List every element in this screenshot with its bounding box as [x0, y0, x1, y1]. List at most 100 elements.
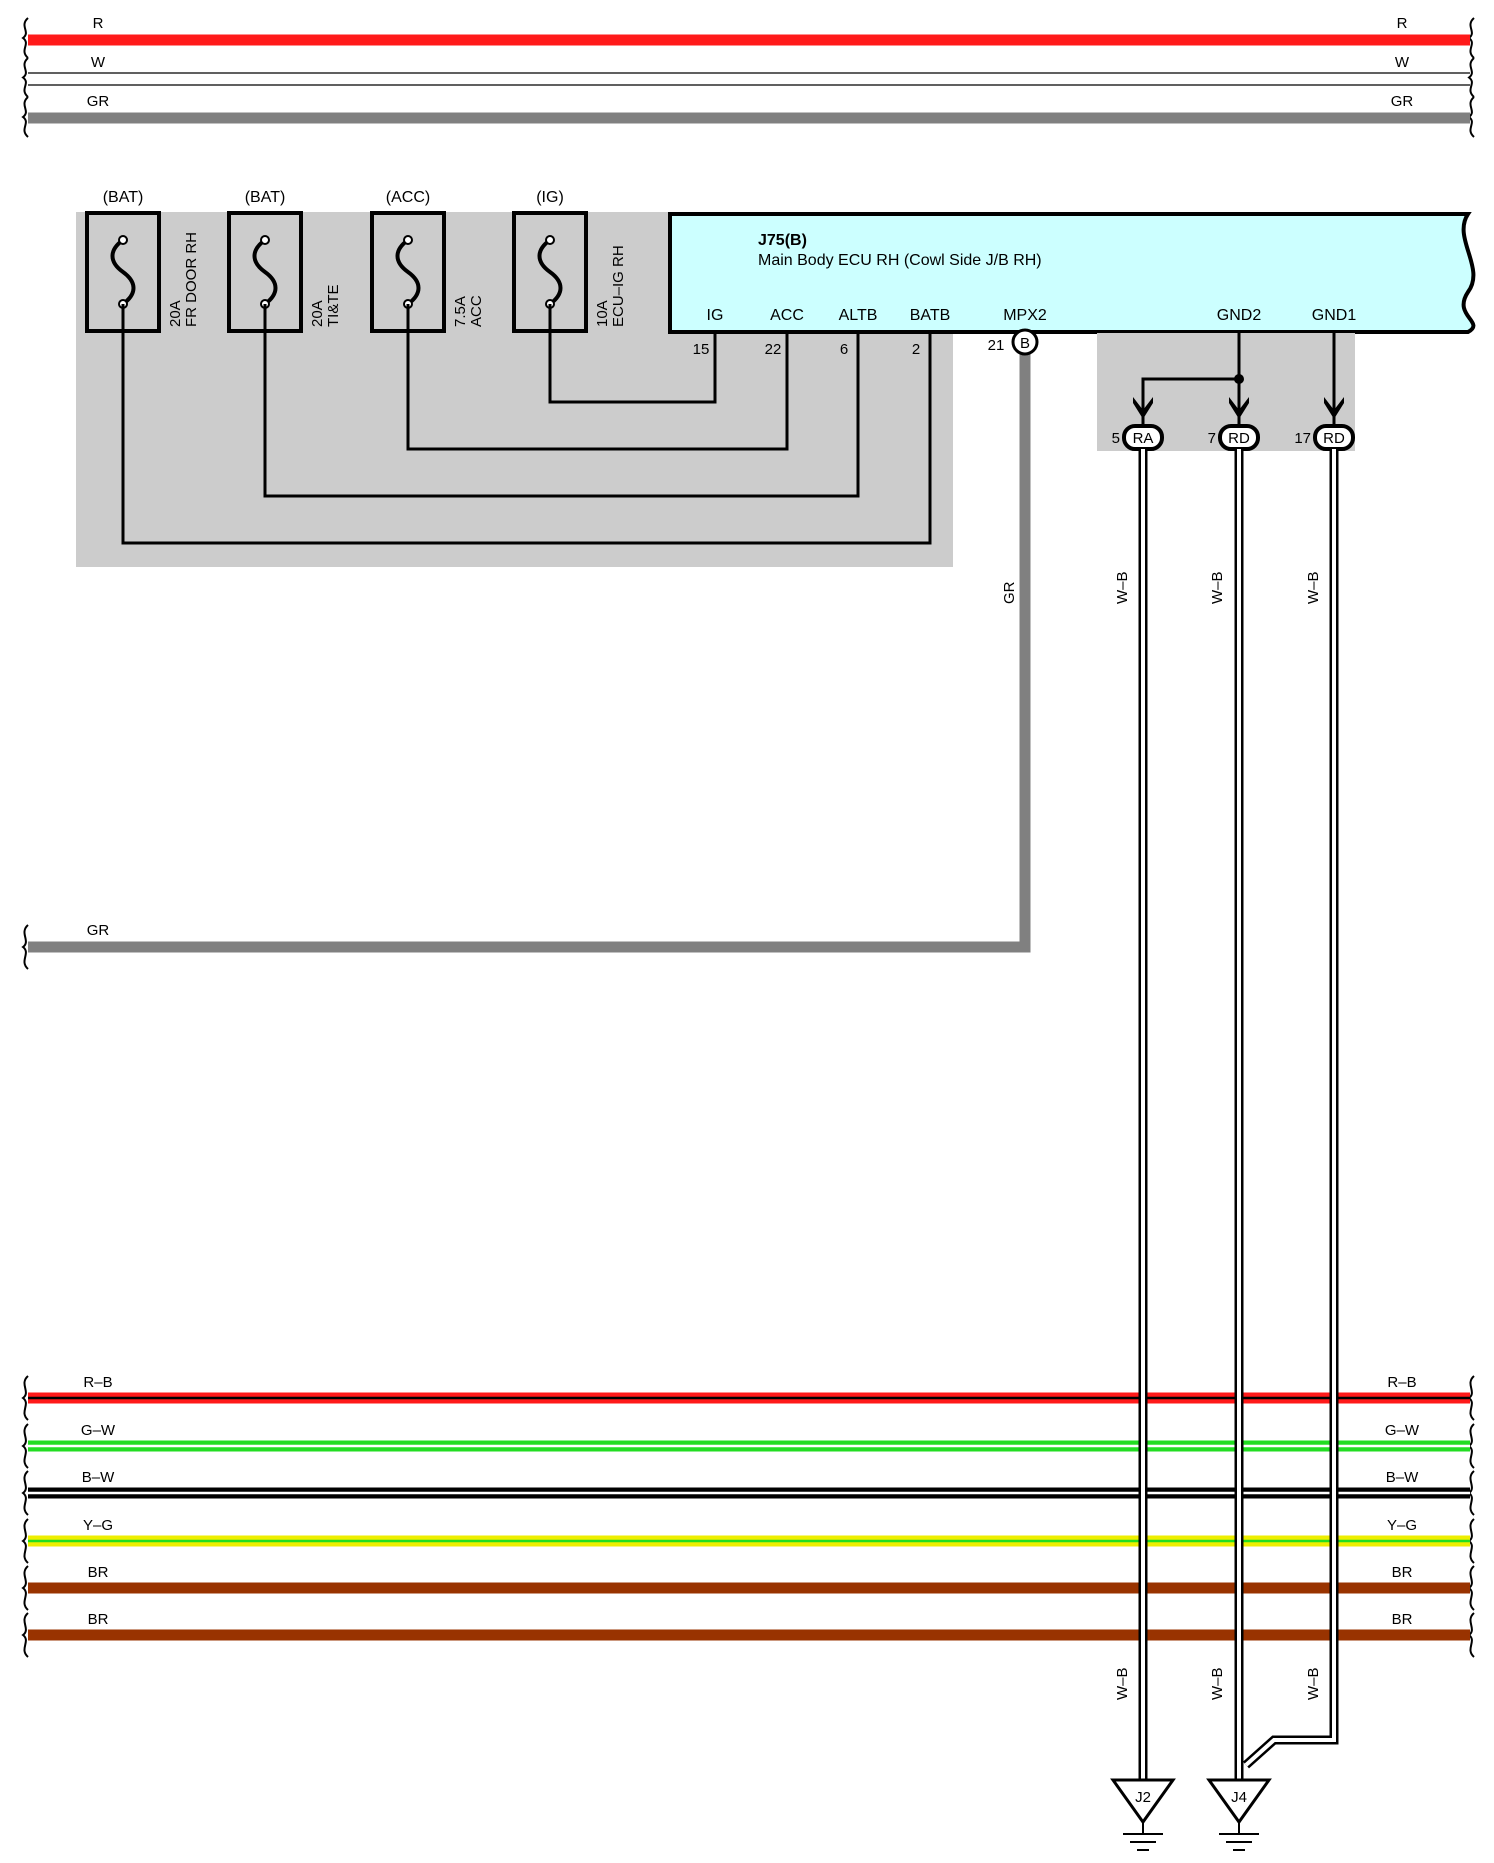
mpx-connector-badge — [1011, 328, 1039, 356]
bottom-wire-label-left: BR — [88, 1611, 109, 1628]
ground-connector-id: RD — [1228, 430, 1250, 447]
bottom-wire-label-left: B–W — [82, 1469, 115, 1486]
fuse-name-label: ECU–IG RH — [610, 245, 627, 327]
bottom-wire-label-right: Y–G — [1387, 1517, 1417, 1534]
ground-point-id: J2 — [1135, 1789, 1151, 1806]
ecu-pin-name: GND2 — [1217, 307, 1262, 324]
mpx-bus-brace — [21, 924, 29, 970]
fuse-name-label: TI&TE — [325, 284, 342, 327]
junction-dot — [1234, 374, 1244, 384]
fuse-rating-label: 20A — [309, 300, 326, 327]
fuse-to-ecu-wire — [548, 304, 717, 404]
connector-arrow-icon — [1133, 397, 1153, 419]
bottom-bus-left-brace — [21, 1518, 29, 1564]
top-wire-bus: R R W W GR GR — [21, 15, 1475, 138]
wb-wire-rd17 — [1244, 449, 1336, 1767]
wb-wire-label: W–B — [1305, 571, 1322, 604]
fuse-source-label: (BAT) — [245, 189, 286, 206]
fuse-source-label: (ACC) — [386, 189, 430, 206]
top-wire-label-right: GR — [1391, 93, 1414, 110]
fuse-rating-label: 20A — [167, 300, 184, 327]
top-wire-label-right: R — [1397, 15, 1408, 32]
bottom-wire-label-right: B–W — [1386, 1469, 1419, 1486]
top-wire-label-left: W — [91, 54, 106, 71]
top-bus-left-brace-gr — [21, 96, 29, 138]
ground-points: J2 J4 — [1110, 1778, 1272, 1851]
ecu-pin-name: ALTB — [839, 307, 878, 324]
fuse-rating-label: 10A — [594, 300, 611, 327]
mpx-wire-label: GR — [1001, 581, 1018, 604]
ground-point-id: J4 — [1231, 1789, 1247, 1806]
fuse-to-ecu-wire — [406, 304, 789, 451]
bottom-wire-label-right: R–B — [1387, 1374, 1416, 1391]
ecu-pin-number: 6 — [840, 341, 848, 358]
wb-wire-label: W–B — [1114, 571, 1131, 604]
main-body-ecu: J75(B) Main Body ECU RH (Cowl Side J/B RH… — [668, 212, 1476, 358]
mpx2-wire: B GR GR — [21, 328, 1039, 970]
fuse-to-ecu-wire — [121, 304, 932, 545]
ground-point-triangle — [1110, 1778, 1176, 1825]
bottom-bus-left-brace — [21, 1612, 29, 1658]
top-bus-right-brace-w — [1467, 57, 1475, 98]
fuse-terminal-top — [545, 235, 555, 245]
connector-arrow-icon — [1229, 397, 1249, 419]
ground-connector-pin: 5 — [1112, 430, 1120, 447]
bottom-bus-left-brace — [21, 1565, 29, 1611]
bottom-wire-label-left: BR — [88, 1564, 109, 1581]
mpx-connector-id: B — [1020, 335, 1030, 352]
wb-wire-label: W–B — [1305, 1667, 1322, 1700]
ground-panel: RA 5 RD 7 RD 17 — [1097, 333, 1355, 451]
top-wire-label-left: R — [93, 15, 104, 32]
wb-wire-label: W–B — [1209, 571, 1226, 604]
ground-connector-pin: 17 — [1294, 430, 1311, 447]
fuse-name-label: FR DOOR RH — [183, 232, 200, 327]
ecu-connector-id: J75(B) — [758, 232, 807, 249]
ecu-pin-name: MPX2 — [1003, 307, 1047, 324]
bottom-wire-label-right: BR — [1392, 1611, 1413, 1628]
wb-wire-rd17-outline — [1243, 449, 1339, 1769]
bottom-wire-label-left: G–W — [81, 1422, 116, 1439]
wb-wire-label: W–B — [1114, 1667, 1131, 1700]
mpx-bus-label: GR — [87, 922, 110, 939]
top-wire-label-left: GR — [87, 93, 110, 110]
ecu-pin-number: 15 — [693, 341, 710, 358]
top-bus-left-brace-w — [21, 57, 29, 98]
fuse-element-icon — [395, 238, 421, 306]
fuse-element-icon — [537, 238, 563, 306]
fuse-terminal-top — [118, 235, 128, 245]
ground-connector-id: RD — [1323, 430, 1345, 447]
bottom-bus-left-brace — [21, 1423, 29, 1469]
ecu-name: Main Body ECU RH (Cowl Side J/B RH) — [758, 252, 1042, 269]
ground-connector-id: RA — [1133, 430, 1154, 447]
bottom-wire-label-left: Y–G — [83, 1517, 113, 1534]
mpx2-gr-wire — [28, 350, 1031, 953]
bottom-wire-label-right: BR — [1392, 1564, 1413, 1581]
ground-wires: W–B W–B W–B W–B W–B W–B — [1114, 449, 1339, 1780]
fuse-to-ecu-wire — [263, 304, 860, 498]
fuse-rating-label: 7.5A — [452, 296, 469, 327]
top-wire-label-right: W — [1395, 54, 1410, 71]
fuse-element-icon — [252, 238, 278, 306]
bottom-wire-bus: R–B R–B G–W G–W B–W B–W Y–G Y–G BR BR BR BR — [21, 1374, 1475, 1658]
ecu-pin-name: ACC — [770, 307, 804, 324]
top-bus-left-brace-r — [21, 17, 29, 59]
bottom-bus-left-brace — [21, 1375, 29, 1421]
bottom-wire-label-left: R–B — [83, 1374, 112, 1391]
bottom-wire-label-right: G–W — [1385, 1422, 1420, 1439]
ecu-pin-name: BATB — [910, 307, 951, 324]
ecu-pin-number: 21 — [988, 337, 1005, 354]
wb-wire-label: W–B — [1209, 1667, 1226, 1700]
connector-arrow-icon — [1324, 397, 1344, 419]
ecu-pin-number: 22 — [765, 341, 782, 358]
fuse-source-label: (IG) — [536, 189, 564, 206]
ecu-body — [668, 212, 1476, 334]
fuse-terminal-top — [403, 235, 413, 245]
fuse-element-icon — [110, 238, 136, 306]
ecu-pin-name: GND1 — [1312, 307, 1357, 324]
ground-point-triangle — [1206, 1778, 1272, 1825]
fuse-terminal-top — [260, 235, 270, 245]
ground-connector-pin: 7 — [1208, 430, 1216, 447]
fuse-source-label: (BAT) — [103, 189, 144, 206]
